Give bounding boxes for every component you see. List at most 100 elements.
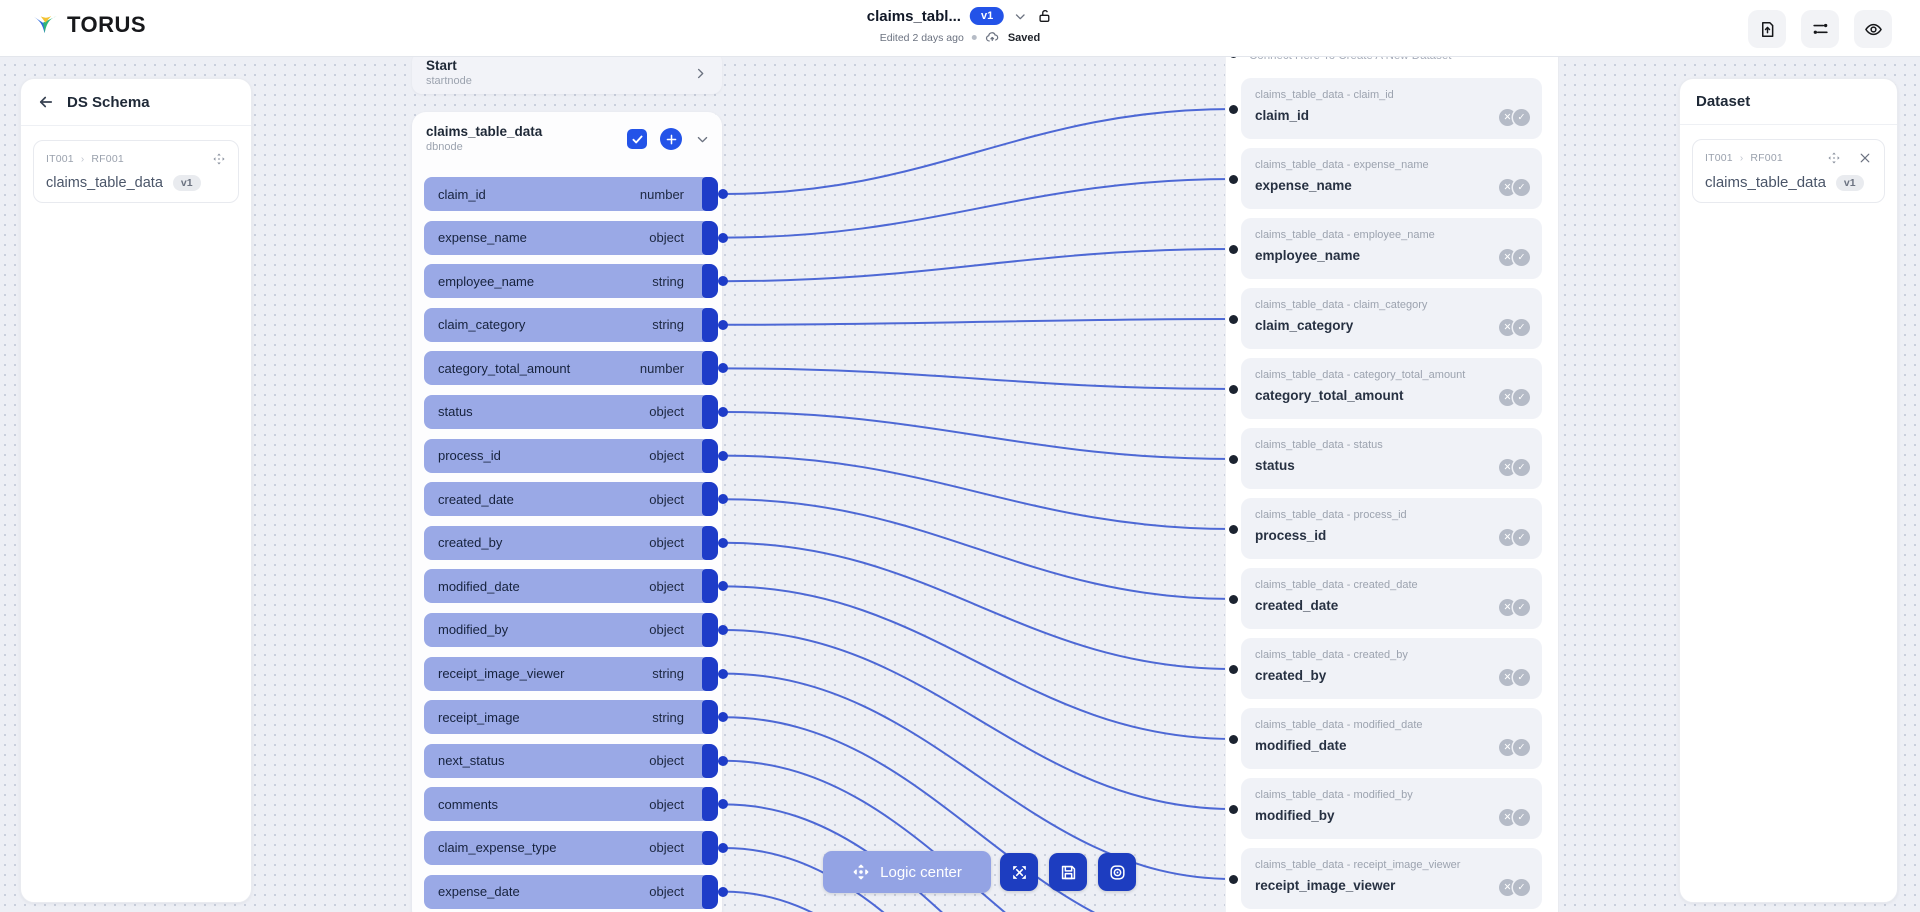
flow-settings-button[interactable] xyxy=(1801,10,1839,48)
connection-handle[interactable] xyxy=(718,886,728,897)
remove-mapping-icon[interactable]: ✕ xyxy=(1499,319,1516,336)
remove-mapping-icon[interactable]: ✕ xyxy=(1499,809,1516,826)
remove-mapping-icon[interactable]: ✕ xyxy=(1499,529,1516,546)
save-button[interactable] xyxy=(1049,853,1087,891)
version-badge[interactable]: v1 xyxy=(969,7,1005,25)
chevron-right-icon[interactable] xyxy=(693,66,708,81)
connection-handle[interactable] xyxy=(718,232,728,243)
connection-handle[interactable] xyxy=(718,189,728,199)
connection-handle[interactable] xyxy=(718,842,728,853)
mapping-card-receipt_image_viewer[interactable]: claims_table_data - receipt_image_viewer… xyxy=(1241,848,1542,909)
target-handle-receipt_image_viewer[interactable] xyxy=(1228,874,1238,884)
connection-handle[interactable] xyxy=(718,450,728,461)
confirm-mapping-icon[interactable]: ✓ xyxy=(1513,179,1530,196)
confirm-mapping-icon[interactable]: ✓ xyxy=(1513,249,1530,266)
dataset-card[interactable]: IT001 › RF001 claims_table_data v1 xyxy=(1692,139,1885,203)
connection-handle[interactable] xyxy=(718,537,728,548)
remove-mapping-icon[interactable]: ✕ xyxy=(1499,389,1516,406)
breadcrumb-it001[interactable]: IT001 xyxy=(1705,152,1733,164)
target-handle-created_date[interactable] xyxy=(1228,594,1238,604)
add-field-button[interactable] xyxy=(660,128,682,151)
connection-handle[interactable] xyxy=(718,406,728,417)
export-button[interactable] xyxy=(1748,10,1786,48)
back-arrow-icon[interactable] xyxy=(37,93,55,111)
remove-mapping-icon[interactable]: ✕ xyxy=(1499,739,1516,756)
fit-view-button[interactable] xyxy=(1000,853,1038,891)
confirm-mapping-icon[interactable]: ✓ xyxy=(1513,599,1530,616)
lock-open-icon[interactable] xyxy=(1037,8,1053,24)
preview-button[interactable] xyxy=(1854,10,1892,48)
remove-mapping-icon[interactable]: ✕ xyxy=(1499,599,1516,616)
confirm-mapping-icon[interactable]: ✓ xyxy=(1513,459,1530,476)
chevron-down-icon[interactable] xyxy=(695,132,710,147)
confirm-mapping-icon[interactable]: ✓ xyxy=(1513,669,1530,686)
remove-mapping-icon[interactable]: ✕ xyxy=(1499,249,1516,266)
focus-crosshair-icon[interactable] xyxy=(1827,151,1841,165)
confirm-mapping-icon[interactable]: ✓ xyxy=(1513,529,1530,546)
target-handle-category_total_amount[interactable] xyxy=(1228,384,1238,394)
schema-card[interactable]: IT001 › RF001 claims_table_data v1 xyxy=(33,140,239,203)
connection-handle[interactable] xyxy=(718,276,728,287)
mapping-card-category_total_amount[interactable]: claims_table_data - category_total_amoun… xyxy=(1241,358,1542,419)
target-handle-status[interactable] xyxy=(1228,454,1238,464)
connection-handle[interactable] xyxy=(718,755,728,766)
start-node[interactable]: Start startnode xyxy=(412,52,722,94)
confirm-mapping-icon[interactable]: ✓ xyxy=(1513,319,1530,336)
breadcrumb-rf001[interactable]: RF001 xyxy=(1750,152,1783,164)
remove-mapping-icon[interactable]: ✕ xyxy=(1499,179,1516,196)
connection-handle[interactable] xyxy=(718,668,728,679)
brand[interactable]: TORUS xyxy=(32,11,146,38)
confirm-mapping-icon[interactable]: ✓ xyxy=(1513,739,1530,756)
version-chevron-down-icon[interactable] xyxy=(1013,9,1028,24)
close-icon[interactable] xyxy=(1858,151,1872,165)
focus-crosshair-icon[interactable] xyxy=(212,152,226,166)
target-handle-employee_name[interactable] xyxy=(1228,244,1238,254)
remove-mapping-icon[interactable]: ✕ xyxy=(1499,459,1516,476)
connection-handle[interactable] xyxy=(718,624,728,635)
remove-mapping-icon[interactable]: ✕ xyxy=(1499,879,1516,896)
breadcrumb-rf001[interactable]: RF001 xyxy=(91,153,124,165)
target-handle-claim_category[interactable] xyxy=(1228,314,1238,324)
confirm-mapping-icon[interactable]: ✓ xyxy=(1513,879,1530,896)
remove-mapping-icon[interactable]: ✕ xyxy=(1499,669,1516,686)
connection-handle[interactable] xyxy=(718,581,728,592)
target-button[interactable] xyxy=(1098,853,1136,891)
target-handle-expense_name[interactable] xyxy=(1228,174,1238,184)
target-handle-modified_by[interactable] xyxy=(1228,804,1238,814)
connection-handle[interactable] xyxy=(718,319,728,330)
confirm-mapping-icon[interactable]: ✓ xyxy=(1513,809,1530,826)
target-handle-created_by[interactable] xyxy=(1228,664,1238,674)
connection-handle[interactable] xyxy=(718,712,728,723)
connection-handle[interactable] xyxy=(718,799,728,810)
breadcrumb-it001[interactable]: IT001 xyxy=(46,153,74,165)
confirm-mapping-icon[interactable]: ✓ xyxy=(1513,109,1530,126)
remove-mapping-icon[interactable]: ✕ xyxy=(1499,109,1516,126)
target-handle-claim_id[interactable] xyxy=(1228,104,1238,114)
connection-handle[interactable] xyxy=(718,494,728,505)
